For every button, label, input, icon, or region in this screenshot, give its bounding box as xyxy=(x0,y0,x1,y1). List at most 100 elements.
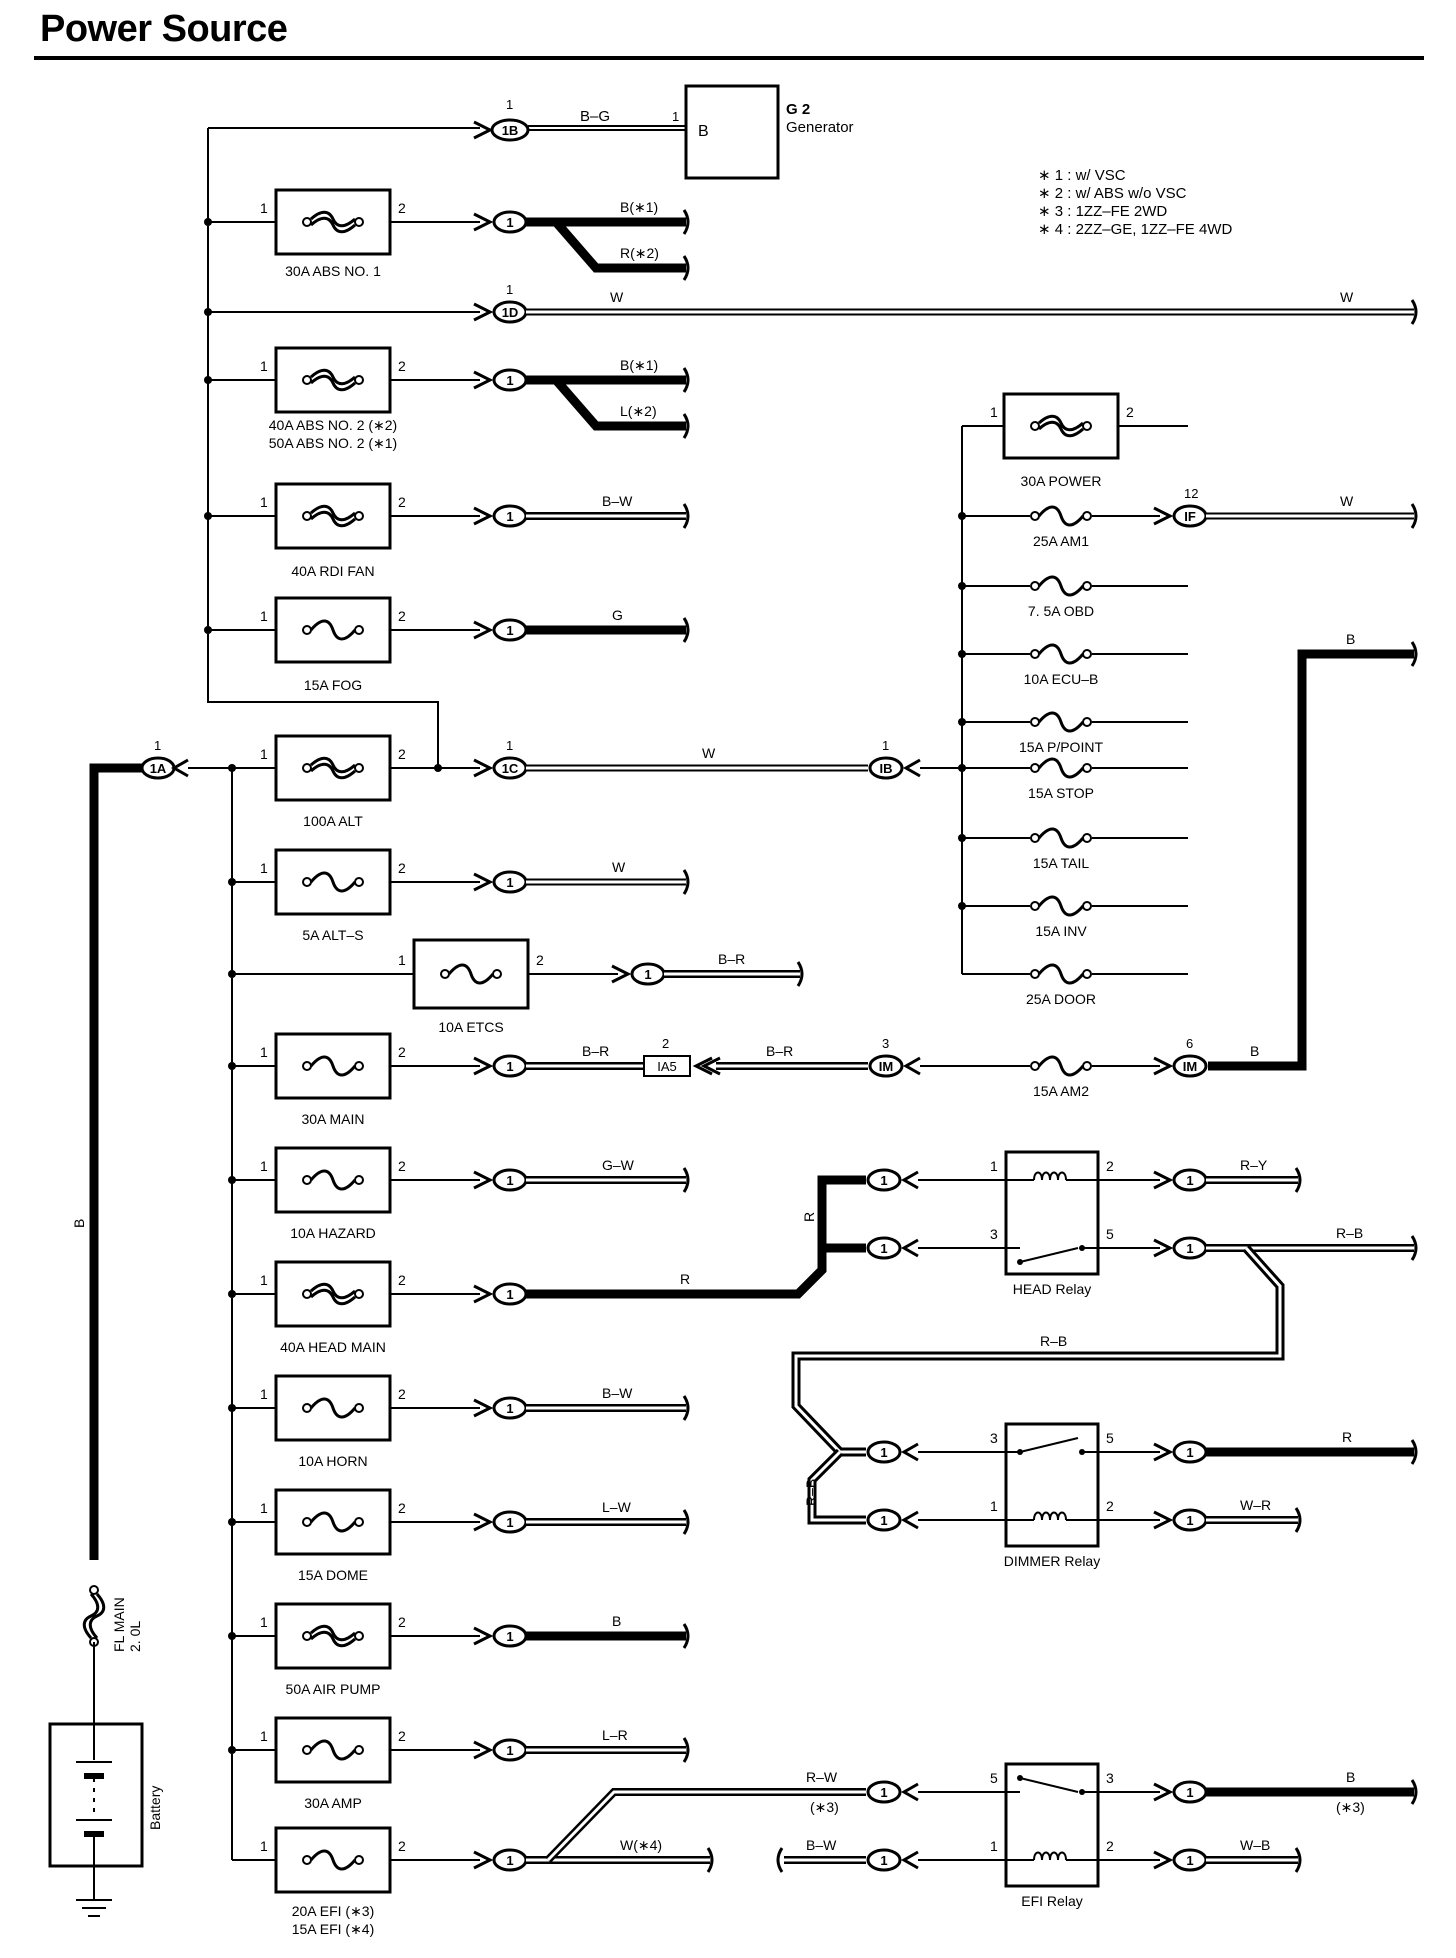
svg-text:1: 1 xyxy=(506,1853,513,1868)
svg-text:W–B: W–B xyxy=(1240,1837,1270,1853)
svg-text:10A ECU–B: 10A ECU–B xyxy=(1024,671,1099,687)
svg-text:2: 2 xyxy=(398,746,406,762)
generator-code: G 2 xyxy=(786,101,810,118)
head-relay-label: HEAD Relay xyxy=(1013,1281,1092,1297)
svg-text:2: 2 xyxy=(1106,1838,1114,1854)
svg-text:R–Y: R–Y xyxy=(1240,1157,1268,1173)
svg-text:IM: IM xyxy=(1183,1059,1197,1074)
svg-text:1: 1 xyxy=(260,494,268,510)
svg-text:1: 1 xyxy=(506,1743,513,1758)
fuse-label-abs1: 30A ABS NO. 1 xyxy=(285,263,381,279)
head-relay-box xyxy=(1004,1150,1100,1276)
svg-text:1: 1 xyxy=(990,1498,998,1514)
note-1: ∗ 1 : w/ VSC xyxy=(1038,167,1126,184)
fuse-row-dome: 1 2 15A DOME 1 L–W xyxy=(228,1488,690,1583)
svg-text:1: 1 xyxy=(644,967,651,982)
svg-text:1: 1 xyxy=(1186,1513,1193,1528)
svg-text:1: 1 xyxy=(260,358,268,374)
svg-text:10A ETCS: 10A ETCS xyxy=(438,1019,503,1035)
svg-text:1: 1 xyxy=(506,875,513,890)
fuse-row-alt-s: 1 2 5A ALT–S 1 W xyxy=(228,848,690,943)
note-4: ∗ 4 : 2ZZ–GE, 1ZZ–FE 4WD xyxy=(1038,221,1232,238)
page-title: Power Source xyxy=(40,8,288,50)
svg-text:IB: IB xyxy=(880,761,893,776)
note-2: ∗ 2 : w/ ABS w/o VSC xyxy=(1038,185,1187,202)
svg-text:W: W xyxy=(1340,493,1354,509)
svg-text:15A FOG: 15A FOG xyxy=(304,677,362,693)
svg-text:W: W xyxy=(610,289,624,305)
battery-label: Battery xyxy=(147,1786,163,1830)
dimmer-relay-label: DIMMER Relay xyxy=(1004,1553,1100,1569)
svg-text:R: R xyxy=(1342,1429,1352,1445)
fuse-row-rdi: 1 2 40A RDI FAN 1 B–W xyxy=(204,482,690,579)
svg-text:1: 1 xyxy=(154,738,161,753)
svg-text:W: W xyxy=(702,745,716,761)
svg-text:1: 1 xyxy=(506,1401,513,1416)
generator-wire-color: B–G xyxy=(580,108,610,125)
svg-text:1: 1 xyxy=(260,746,268,762)
svg-text:40A ABS NO. 2 (∗2): 40A ABS NO. 2 (∗2) xyxy=(269,417,397,433)
svg-text:30A MAIN: 30A MAIN xyxy=(301,1111,364,1127)
fuse-row-fog: 1 2 15A FOG 1 G xyxy=(204,596,690,693)
svg-text:2: 2 xyxy=(398,494,406,510)
svg-text:1: 1 xyxy=(880,1241,887,1256)
svg-text:B–R: B–R xyxy=(582,1043,609,1059)
efi-relay-box xyxy=(1004,1762,1100,1888)
fuse-row-hazard: 1 2 10A HAZARD 1 G–W xyxy=(228,1146,690,1241)
svg-text:2: 2 xyxy=(398,1386,406,1402)
svg-text:7. 5A OBD: 7. 5A OBD xyxy=(1028,603,1094,619)
svg-text:B(∗1): B(∗1) xyxy=(620,199,658,215)
svg-text:2: 2 xyxy=(398,1500,406,1516)
svg-text:30A POWER: 30A POWER xyxy=(1021,473,1102,489)
svg-text:1: 1 xyxy=(506,97,513,112)
svg-text:25A AM1: 25A AM1 xyxy=(1033,533,1089,549)
svg-text:2: 2 xyxy=(1126,404,1134,420)
svg-text:50A ABS NO. 2 (∗1): 50A ABS NO. 2 (∗1) xyxy=(269,435,397,451)
svg-text:IM: IM xyxy=(879,1059,893,1074)
svg-text:5: 5 xyxy=(1106,1226,1114,1242)
svg-text:B: B xyxy=(1346,631,1355,647)
svg-text:1: 1 xyxy=(260,608,268,624)
svg-text:R–B: R–B xyxy=(803,1479,819,1506)
svg-text:20A EFI (∗3): 20A EFI (∗3) xyxy=(292,1903,375,1919)
svg-text:2: 2 xyxy=(398,1838,406,1854)
generator-name: Generator xyxy=(786,119,854,136)
svg-text:1: 1 xyxy=(880,1785,887,1800)
svg-text:1: 1 xyxy=(506,1059,513,1074)
lower-bus xyxy=(188,767,276,1860)
svg-text:15A STOP: 15A STOP xyxy=(1028,785,1094,801)
svg-text:(∗3): (∗3) xyxy=(810,1799,839,1815)
svg-text:1: 1 xyxy=(880,1173,887,1188)
svg-text:40A HEAD MAIN: 40A HEAD MAIN xyxy=(280,1339,386,1355)
svg-text:R: R xyxy=(680,1271,690,1287)
svg-text:1: 1 xyxy=(260,1044,268,1060)
svg-text:1: 1 xyxy=(1186,1853,1193,1868)
svg-text:IF: IF xyxy=(1184,509,1196,524)
svg-text:1: 1 xyxy=(260,1500,268,1516)
svg-text:2. 0L: 2. 0L xyxy=(127,1621,143,1652)
footnotes: ∗ 1 : w/ VSC ∗ 2 : w/ ABS w/o VSC ∗ 3 : … xyxy=(1038,167,1232,238)
note-3: ∗ 3 : 1ZZ–FE 2WD xyxy=(1038,203,1167,220)
svg-text:R–W: R–W xyxy=(806,1769,838,1785)
svg-text:IA5: IA5 xyxy=(657,1059,677,1074)
fuse-row-abs2: 1 2 40A ABS NO. 2 (∗2) 50A ABS NO. 2 (∗1… xyxy=(204,346,690,451)
svg-text:5: 5 xyxy=(990,1770,998,1786)
generator-terminal: B xyxy=(698,123,709,140)
svg-text:1: 1 xyxy=(990,1838,998,1854)
svg-text:2: 2 xyxy=(398,1272,406,1288)
fuse-row-amp: 1 2 30A AMP 1 L–R xyxy=(228,1716,690,1811)
svg-text:L–R: L–R xyxy=(602,1727,628,1743)
svg-text:1: 1 xyxy=(260,1838,268,1854)
svg-text:1: 1 xyxy=(260,1614,268,1630)
svg-text:1D: 1D xyxy=(502,305,519,320)
svg-text:12: 12 xyxy=(1184,486,1198,501)
svg-text:B: B xyxy=(612,1613,621,1629)
svg-text:1: 1 xyxy=(506,623,513,638)
svg-text:1: 1 xyxy=(1186,1241,1193,1256)
svg-text:25A DOOR: 25A DOOR xyxy=(1026,991,1096,1007)
fuse-row-efi: 1 2 20A EFI (∗3) 15A EFI (∗4) 1 W(∗4) xyxy=(232,1788,866,1937)
svg-text:R(∗2): R(∗2) xyxy=(620,245,659,261)
svg-text:2: 2 xyxy=(398,1614,406,1630)
svg-text:G: G xyxy=(612,607,623,623)
battery: Battery xyxy=(48,1722,163,1917)
